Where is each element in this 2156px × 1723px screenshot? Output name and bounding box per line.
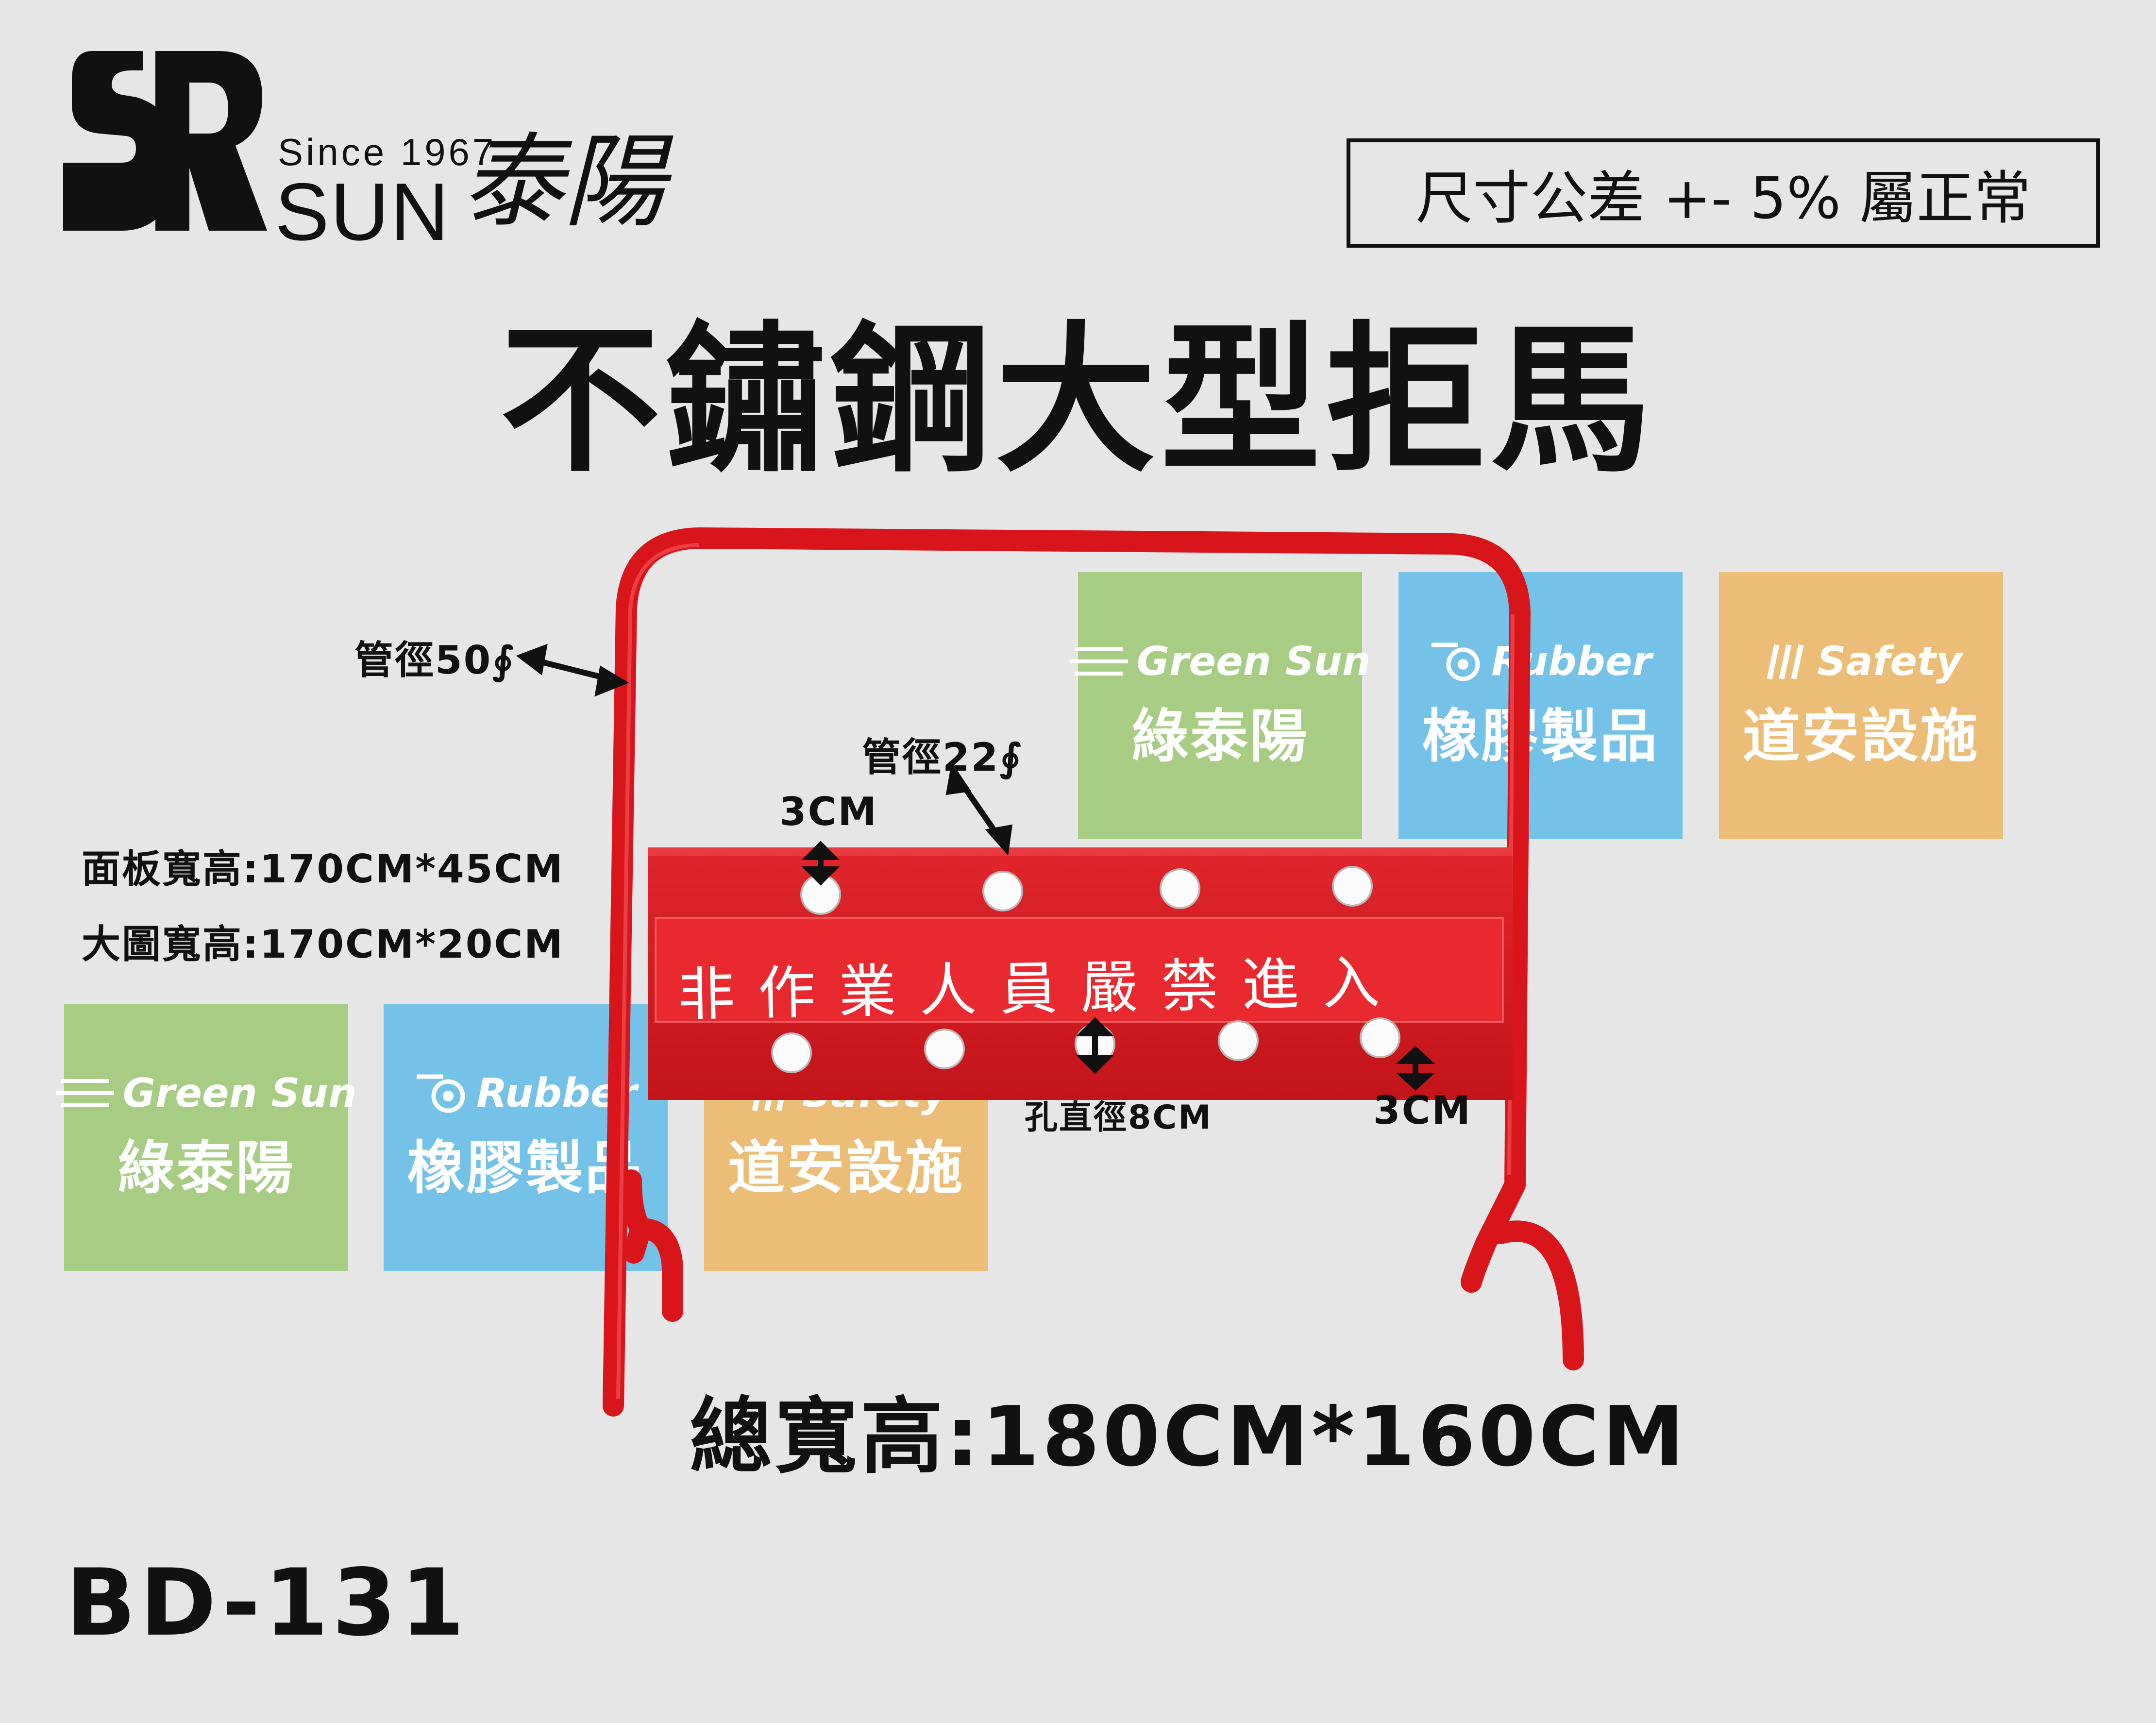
gap-bottom-label: 3CM [1373, 1088, 1472, 1133]
rubber-tile: Rubber 橡膠製品 [384, 1004, 668, 1271]
tile-orange-cn: 道安設施 [727, 1134, 965, 1201]
product-title: 不鏽鋼大型拒馬 [500, 307, 1656, 494]
logo-brand-cn: 泰陽 [461, 122, 666, 241]
safety-icon [1767, 644, 1804, 679]
tile-blue-cn: 橡膠製品 [1422, 703, 1659, 770]
logo-brand-text: SUN [275, 166, 450, 257]
pipe-main-label: 管徑50∮ [354, 638, 516, 683]
tile-blue-en: Rubber [476, 1070, 637, 1116]
total-size-label: 總寬高:180CM*160CM [690, 1389, 1687, 1485]
tile-orange-en: Safety [1817, 639, 1962, 685]
sr-logo-mark [63, 51, 267, 231]
tile-blue-cn: 橡膠製品 [407, 1134, 644, 1201]
safety-icon [752, 1076, 789, 1111]
logo-since-text: Since 1967 [278, 131, 497, 173]
tolerance-note: 尺寸公差 +- 5% 屬正常 [1347, 138, 2100, 248]
gap-top-label: 3CM [779, 789, 878, 834]
rubber-icon [1432, 642, 1480, 681]
green-sun-tile: Green Sun 綠泰陽 [1069, 572, 1370, 839]
pipe-small-label: 管徑22∮ [862, 735, 1023, 780]
rubber-tile: Rubber 橡膠製品 [1398, 572, 1683, 839]
tile-orange-en: Safety [802, 1070, 947, 1116]
warning-sign-text: 非作業人員嚴禁進入 [677, 948, 1404, 1029]
rubber-icon [417, 1074, 465, 1113]
tile-green-cn: 綠泰陽 [1131, 703, 1309, 770]
panel-size-label: 面板寬高:170CM*45CM [82, 846, 564, 892]
model-number: BD-131 [66, 1549, 469, 1656]
tile-green-cn: 綠泰陽 [117, 1134, 295, 1201]
tile-blue-en: Rubber [1491, 639, 1652, 685]
tile-green-en: Green Sun [122, 1070, 357, 1116]
image-size-label: 大圖寬高:170CM*20CM [82, 922, 564, 967]
tile-orange-cn: 道安設施 [1742, 703, 1980, 770]
green-sun-icon [1069, 647, 1128, 676]
safety-tile: Safety 道安設施 [1719, 572, 2003, 839]
tile-green-en: Green Sun [1136, 639, 1371, 685]
green-sun-icon [55, 1079, 114, 1107]
green-sun-tile: Green Sun 綠泰陽 [55, 1004, 356, 1271]
hole-diameter-label: 孔直徑8CM [1025, 1098, 1213, 1137]
safety-tile: Safety 道安設施 [704, 1004, 988, 1271]
